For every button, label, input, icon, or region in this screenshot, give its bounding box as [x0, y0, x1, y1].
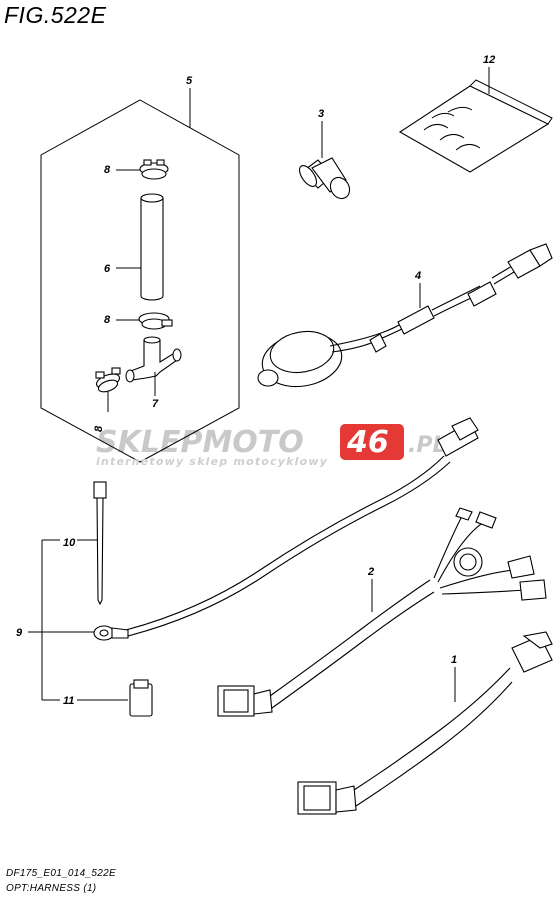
cable-tie-10	[93, 481, 107, 606]
fuse-11	[129, 679, 153, 717]
wire-9	[93, 417, 479, 641]
buzzer-harness-4	[257, 243, 553, 388]
callout-10: 10	[63, 537, 76, 549]
watermark-tagline: internetowy sklep motocyklowy	[96, 455, 329, 468]
watermark-logo-num: 46	[346, 425, 389, 460]
callout-2: 2	[367, 566, 374, 578]
callout-8-bottom: 8	[93, 425, 105, 432]
harness-1	[297, 631, 553, 815]
harness-2	[217, 507, 547, 717]
callout-6: 6	[104, 263, 111, 275]
callout-8-middle: 8	[104, 314, 111, 326]
callout-3: 3	[318, 108, 324, 120]
callout-8-top: 8	[104, 164, 111, 176]
clamp-8-top	[139, 159, 169, 180]
watermark-logo: SKLEPMOTO 46 .PL	[96, 424, 447, 460]
callout-9: 9	[16, 627, 23, 639]
callout-1: 1	[451, 654, 457, 666]
bag-12	[398, 79, 553, 173]
t-fitting-7	[125, 336, 182, 383]
callout-7: 7	[152, 398, 159, 410]
callout-5: 5	[186, 75, 193, 87]
clamp-8-bottom	[95, 367, 121, 393]
watermark-red-box	[340, 424, 404, 460]
watermark-logo-ext: .PL	[408, 433, 447, 458]
callout-11: 11	[63, 695, 74, 707]
assembly-5-outline	[40, 99, 240, 463]
clamp-8-middle	[138, 312, 173, 330]
footer-description: OPT:HARNESS (1)	[6, 883, 97, 894]
figure-title: FIG.522E	[4, 2, 107, 28]
watermark-logo-left: SKLEPMOTO	[96, 425, 304, 460]
hose-6	[140, 193, 164, 301]
footer-code: DF175_E01_014_522E	[6, 868, 116, 879]
callout-4: 4	[414, 270, 421, 282]
plug-3	[298, 157, 351, 200]
callout-12: 12	[483, 54, 495, 66]
